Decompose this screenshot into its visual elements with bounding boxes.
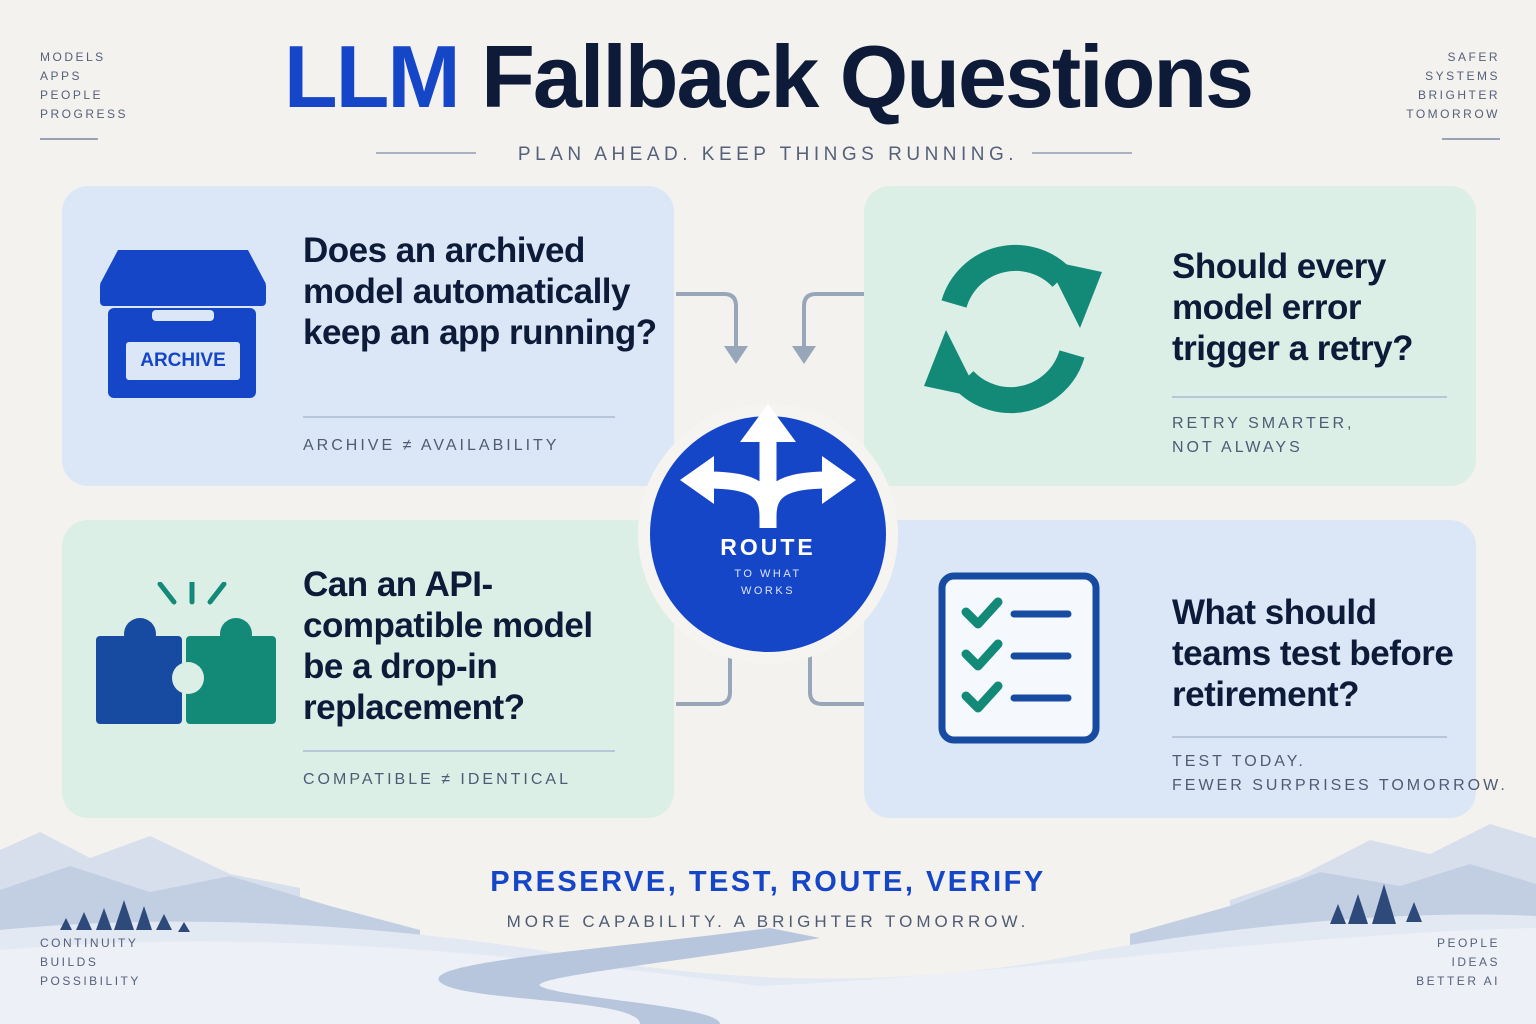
corner-line: PEOPLE bbox=[1436, 936, 1500, 950]
card-archive: ARCHIVE Does an archived model automatic… bbox=[62, 186, 674, 486]
footer-subline: MORE CAPABILITY. A BRIGHTER TOMORROW. bbox=[506, 912, 1030, 931]
card-divider bbox=[1172, 396, 1447, 398]
question-compatible: Can an API-compatible model be a drop-in… bbox=[303, 565, 593, 727]
caption-line: FEWER SURPRISES TOMORROW. bbox=[1172, 777, 1508, 794]
corner-line: PEOPLE bbox=[40, 88, 104, 102]
corner-line: SYSTEMS bbox=[1425, 69, 1500, 83]
arrowhead-down bbox=[792, 346, 816, 364]
corner-line: BUILDS bbox=[40, 955, 99, 969]
corner-line: CONTINUITY bbox=[40, 936, 139, 950]
question-test: What should teams test before retirement… bbox=[1172, 593, 1454, 714]
corner-line: MODELS bbox=[40, 50, 106, 64]
card-retry: Should every model error trigger a retry… bbox=[864, 186, 1476, 486]
archive-box-icon bbox=[100, 250, 266, 398]
arrowhead-down bbox=[724, 346, 748, 364]
corner-text-top-left: MODELS APPS PEOPLE PROGRESS bbox=[40, 48, 128, 124]
card-divider bbox=[1172, 736, 1447, 738]
corner-text-bottom-left: CONTINUITY BUILDS POSSIBILITY bbox=[40, 934, 141, 991]
card-compatible: Can an API-compatible model be a drop-in… bbox=[62, 520, 674, 818]
card-divider bbox=[303, 416, 615, 418]
card-test: What should teams test before retirement… bbox=[864, 520, 1505, 818]
route-hub: ROUTE TO WHAT WORKS bbox=[650, 404, 886, 652]
refresh-cycle-icon bbox=[924, 244, 1102, 414]
corner-text-top-right: SAFER SYSTEMS BRIGHTER TOMORROW bbox=[1406, 48, 1500, 124]
subtitle: PLAN AHEAD. KEEP THINGS RUNNING. bbox=[517, 144, 1019, 165]
corner-rule-top-left bbox=[40, 138, 98, 140]
caption-archive: ARCHIVE ≠ AVAILABILITY bbox=[303, 437, 560, 454]
landscape-illustration bbox=[0, 824, 1536, 1024]
caption-line: TEST TODAY. bbox=[1172, 753, 1306, 770]
connector-test-to-route bbox=[808, 644, 864, 706]
checklist-icon bbox=[938, 572, 1100, 744]
corner-line: BRIGHTER bbox=[1417, 88, 1500, 102]
title-fallback-questions: Fallback Questions bbox=[481, 27, 1254, 126]
corner-line: POSSIBILITY bbox=[40, 974, 141, 988]
puzzle-pieces-icon bbox=[96, 582, 276, 724]
corner-rule-top-right bbox=[1442, 138, 1500, 140]
caption-line: RETRY SMARTER, bbox=[1172, 415, 1355, 432]
connector-retry-to-route bbox=[802, 292, 864, 348]
route-sub-line: TO WHAT bbox=[734, 568, 802, 580]
caption-compatible: COMPATIBLE ≠ IDENTICAL bbox=[303, 771, 571, 788]
corner-line: IDEAS bbox=[1451, 955, 1500, 969]
connector-compatible-to-route bbox=[676, 644, 732, 706]
connector-archive-to-route bbox=[676, 292, 738, 348]
corner-line: BETTER AI bbox=[1416, 974, 1500, 988]
caption-retry: RETRY SMARTER, NOT ALWAYS bbox=[1172, 412, 1354, 460]
caption-test: TEST TODAY. FEWER SURPRISES TOMORROW. bbox=[1172, 750, 1508, 798]
split-arrows-icon bbox=[680, 404, 856, 528]
corner-line: TOMORROW bbox=[1406, 107, 1500, 121]
question-retry: Should every model error trigger a retry… bbox=[1172, 247, 1413, 368]
title-llm: LLM bbox=[283, 27, 461, 126]
route-sub-line: WORKS bbox=[740, 585, 796, 597]
page-title: LLM Fallback Questions bbox=[0, 22, 1536, 132]
corner-text-bottom-right: PEOPLE IDEAS BETTER AI bbox=[1416, 934, 1500, 991]
question-archive: Does an archived model automatically kee… bbox=[303, 231, 657, 352]
corner-line: PROGRESS bbox=[40, 107, 129, 121]
corner-line: SAFER bbox=[1447, 50, 1500, 64]
corner-line: APPS bbox=[40, 69, 83, 83]
subtitle-rule-right bbox=[1032, 152, 1132, 154]
card-divider bbox=[303, 750, 615, 752]
route-sublabel: TO WHAT WORKS bbox=[650, 566, 886, 600]
footer-tagline: PRESERVE, TEST, ROUTE, VERIFY bbox=[490, 866, 1046, 898]
archive-label: ARCHIVE bbox=[140, 350, 226, 371]
route-label: ROUTE bbox=[720, 534, 816, 560]
caption-line: NOT ALWAYS bbox=[1172, 439, 1303, 456]
subtitle-rule-left bbox=[376, 152, 476, 154]
